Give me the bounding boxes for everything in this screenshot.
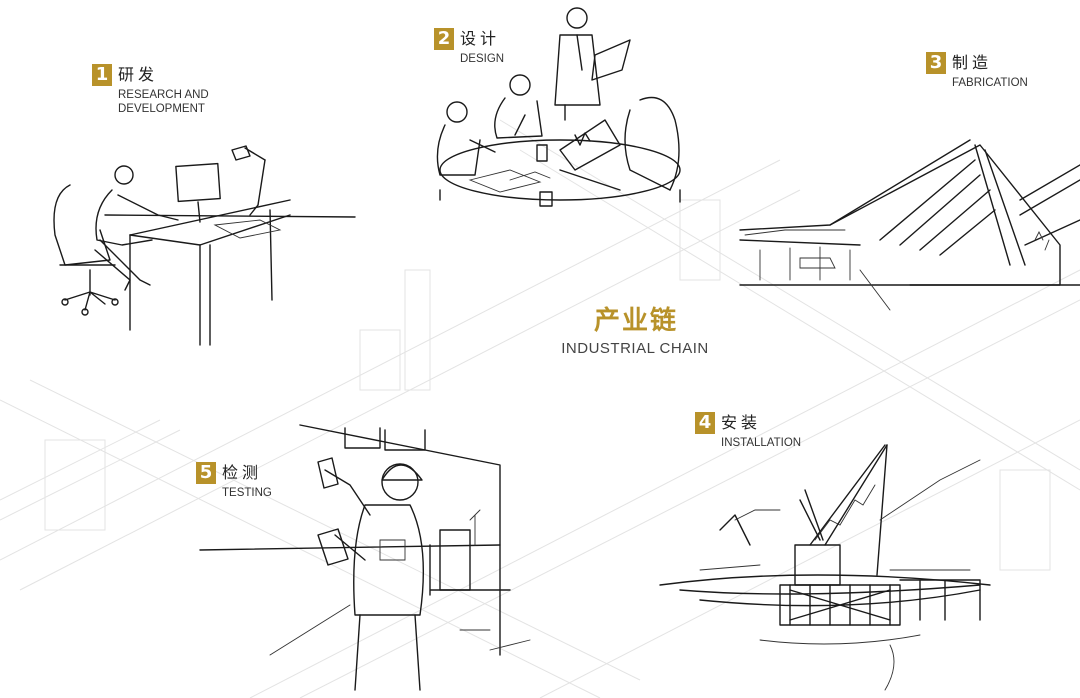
center-subtitle: INDUSTRIAL CHAIN: [561, 340, 709, 357]
step-title-en-line2: DEVELOPMENT: [118, 103, 205, 115]
fabrication-factory-illustration: [739, 139, 1080, 311]
step-title-cn: 检测: [222, 463, 263, 482]
design-meeting-illustration: [436, 7, 681, 207]
step-number-badge: 1: [92, 64, 112, 86]
step-title-en-line1: RESEARCH AND: [118, 89, 209, 101]
step-title-en: INSTALLATION: [721, 437, 802, 449]
research-desk-illustration: [53, 145, 356, 346]
step-title-cn: 安装: [721, 413, 762, 432]
step-number-badge: 3: [926, 52, 946, 74]
installation-crane-illustration: [659, 444, 991, 691]
step-number-badge: 5: [196, 462, 216, 484]
step-title-en: TESTING: [222, 487, 272, 499]
step-title-cn: 制造: [952, 53, 993, 72]
step-number-badge: 2: [434, 28, 454, 50]
step-title-cn: 设计: [460, 29, 501, 48]
step-title-cn: 研发: [118, 65, 159, 84]
step-title-en: FABRICATION: [952, 77, 1028, 89]
step-title-en: DESIGN: [460, 53, 505, 65]
step-number-badge: 4: [695, 412, 715, 434]
center-title: 产业链: [593, 306, 678, 336]
testing-worker-illustration: [199, 424, 531, 691]
